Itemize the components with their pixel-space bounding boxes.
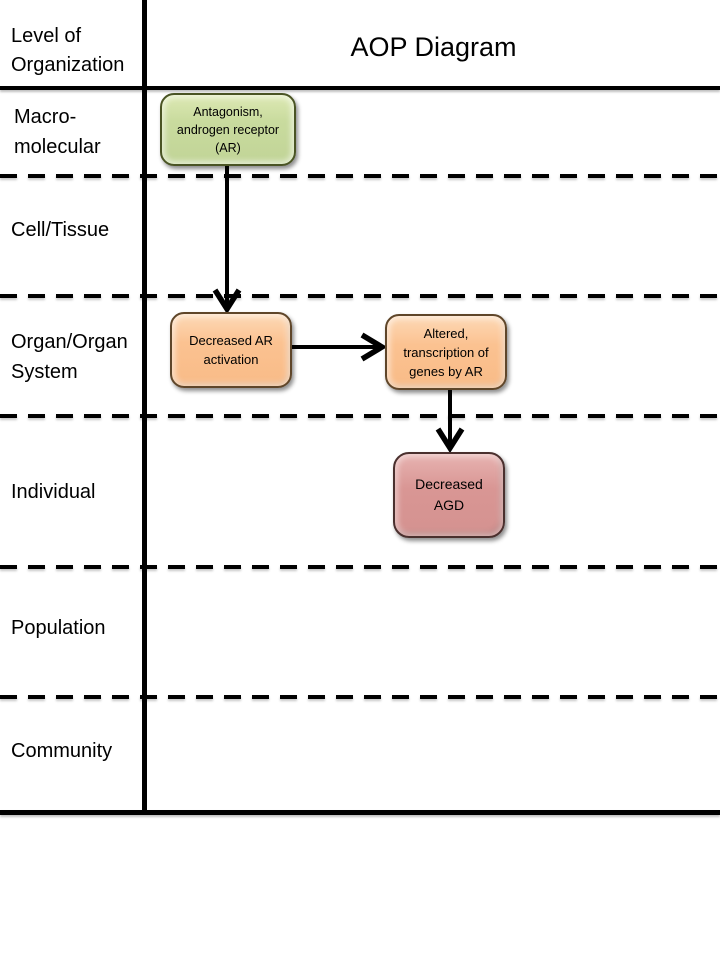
arrow-altered-transcription-to-decreased-agd [435,390,465,454]
header-divider-line [0,86,720,90]
row-divider-dashed-2 [0,294,720,298]
row-label-population: Population [11,617,106,639]
table-bottom-line [0,810,720,815]
row-divider-dashed-3 [0,414,720,418]
row-divider-dashed-1 [0,174,720,178]
arrow-decreased-ar-to-altered-transcription [292,332,388,362]
node-decreased-ar-activation: Decreased AR activation [170,312,292,388]
row-label-community: Community [11,740,113,762]
row-label-macro-molecular: Macro- molecular [14,106,101,158]
node-decreased-agd: Decreased AGD [393,452,505,538]
row-divider-dashed-4 [0,565,720,569]
node-altered-transcription-genes: Altered, transcription of genes by AR [385,314,507,390]
node-antagonism-androgen-receptor: Antagonism, androgen receptor (AR) [160,93,296,166]
row-label-organ-system: Organ/Organ System [11,331,128,383]
arrow-antagonism-to-decreased-ar-activation [212,166,242,315]
column-divider-line [142,0,147,813]
row-label-individual: Individual [11,480,96,503]
level-of-organization-header: Level of Organization [11,25,125,76]
diagram-title: AOP Diagram [350,31,517,62]
row-label-cell-tissue: Cell/Tissue [11,219,110,241]
row-divider-dashed-5 [0,695,720,699]
